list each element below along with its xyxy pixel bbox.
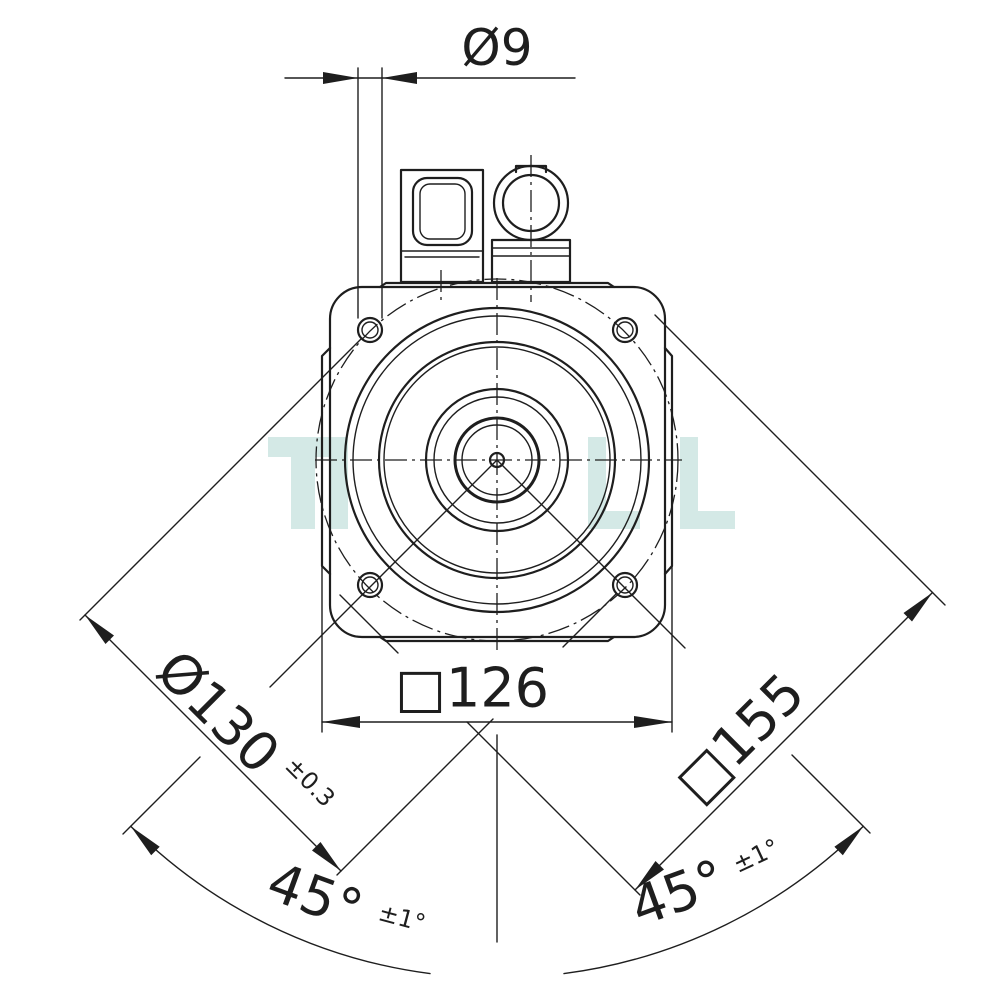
- flange-dim-arrow-right: [634, 716, 672, 728]
- diagonal-left-extension: [122, 756, 201, 835]
- outer-dim-extension-bottom: [466, 721, 641, 896]
- flange-square-dimension: □126: [321, 565, 673, 733]
- angle-left-arc: [130, 825, 431, 975]
- flange-square-label: □126: [395, 657, 549, 720]
- pitch-dim-arrow-top: [85, 615, 114, 644]
- hole-diameter-dimension: Ø9: [284, 19, 576, 319]
- outer-square-label: □155: [663, 661, 817, 815]
- angle-dimension-left: 45° ±1°: [130, 825, 431, 975]
- mounting-hole-top-right-inner: [616, 321, 634, 339]
- flange-left-boss: [320, 346, 332, 576]
- outer-dim-extension-bottom: [339, 594, 399, 654]
- pitch-dim-extension-b: [336, 718, 494, 876]
- center-lines: [122, 278, 871, 943]
- pitch-dim-line: [84, 614, 342, 872]
- flange-right-boss: [663, 346, 674, 576]
- angle-right-tolerance-label: ±1°: [729, 833, 784, 878]
- outer-dim-arrow-bottom: [635, 861, 664, 890]
- hole-dim-arrow-left: [323, 72, 358, 84]
- left-connector: [399, 168, 485, 302]
- outer-dim-arrow-top: [903, 592, 933, 622]
- mounting-hole-bottom-right: [611, 571, 639, 599]
- watermark-letter-5-foot: [680, 511, 735, 529]
- diagonal-right-line: [496, 459, 686, 649]
- left-connector-socket-outer: [411, 176, 474, 247]
- mounting-hole-top-left: [356, 316, 384, 344]
- angle-right-arc: [563, 825, 864, 975]
- angle-left-tolerance-label: ±1°: [375, 898, 428, 937]
- pitch-dim-arrow-bottom: [312, 842, 341, 871]
- pitch-dim-extension-b: [562, 593, 617, 648]
- mounting-holes: [356, 316, 639, 599]
- watermark-letter-1-stem: [291, 437, 315, 529]
- pitch-tolerance-label: ±0.3: [279, 751, 340, 812]
- hole-dim-arrow-right: [382, 72, 417, 84]
- mounting-hole-bottom-left-inner: [361, 576, 379, 594]
- angle-right-arrow: [834, 826, 864, 856]
- watermark-letter-5: [680, 437, 698, 529]
- mounting-hole-top-left-inner: [361, 321, 379, 339]
- left-connector-socket-inner: [419, 183, 466, 240]
- angle-dimension-right: 45° ±1°: [563, 825, 864, 975]
- pitch-diameter-label: Ø130: [144, 638, 291, 785]
- hole-diameter-label: Ø9: [461, 19, 532, 77]
- angle-right-label: 45°: [622, 847, 733, 939]
- outer-dim-line: [634, 591, 934, 891]
- mounting-hole-top-right: [611, 316, 639, 344]
- flange-dim-arrow-left: [322, 716, 360, 728]
- angle-left-arrow: [130, 826, 160, 856]
- outer-dim-extension-top: [654, 314, 946, 606]
- diagonal-left-line: [269, 459, 498, 688]
- diagonal-right-extension: [791, 754, 871, 834]
- pitch-dim-extension-a: [79, 337, 363, 621]
- right-connector: [490, 155, 572, 302]
- mounting-hole-bottom-right-inner: [616, 576, 634, 594]
- mounting-hole-bottom-left: [356, 571, 384, 599]
